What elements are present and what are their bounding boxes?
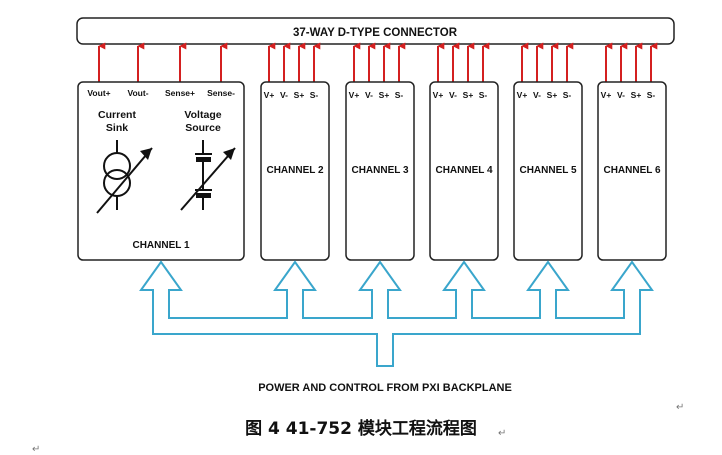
channel-2-pin-label: S- [310,90,319,100]
channel-6-pin-label: V+ [601,90,612,100]
channel-5-pin-label: S- [563,90,572,100]
voltage-source-icon [180,140,236,211]
current-sink-label-line1: Current [98,109,136,121]
signal-arrows [98,42,658,82]
channel-4-label: CHANNEL 4 [435,165,492,176]
channel-1-label: CHANNEL 1 [132,240,189,251]
channel-3-pin-label: V+ [349,90,360,100]
paragraph-mark-icon: ↵ [32,444,41,455]
channel-6-pin-label: S- [647,90,656,100]
power-bus-outline [139,260,654,367]
voltage-source-label-line2: Source [185,122,221,134]
channel-2-pin-label: V+ [264,90,275,100]
channel-5-pin-label: S+ [547,90,558,100]
channel-4-pin-label: V- [449,90,457,100]
channel-3-label: CHANNEL 3 [351,165,408,176]
channel-6-label: CHANNEL 6 [603,165,660,176]
channel-3-box [345,81,415,261]
connector-label: 37-WAY D-TYPE CONNECTOR [293,27,458,39]
paragraph-mark-icon: ↵ [676,402,685,413]
channel-boxes: V+ V- S+ S- CHANNEL 2 V+ V- S+ S- CHANNEL 3 V+ V- S+… [260,81,667,261]
channel-5-pin-label: V+ [517,90,528,100]
channel-2-box [260,81,330,261]
connector-bar [76,17,675,45]
ch1-pin-vout-minus: Vout- [127,88,148,98]
channel-5-box [513,81,583,261]
channel-3-pin-label: S+ [379,90,390,100]
channel-2-label: CHANNEL 2 [266,165,323,176]
current-sink-icon [96,140,153,214]
channel-5-label: CHANNEL 5 [519,165,576,176]
channel-3-pin-label: V- [365,90,373,100]
bus-label: POWER AND CONTROL FROM PXI BACKPLANE [258,382,512,394]
figure-caption: 图 4 41-752 模块工程流程图 [245,419,477,439]
channel-4-pin-label: S- [479,90,488,100]
ch1-pin-vout-plus: Vout+ [87,88,110,98]
channel-4-pin-label: S+ [463,90,474,100]
channel-2-pin-label: S+ [294,90,305,100]
channel-5-pin-label: V- [533,90,541,100]
paragraph-mark-icon: ↵ [498,428,507,439]
channel-6-pin-label: V- [617,90,625,100]
voltage-source-label-line1: Voltage [184,109,221,121]
channel-3-pin-label: S- [395,90,404,100]
current-sink-label-line2: Sink [106,122,128,134]
ch1-pin-sense-minus: Sense- [207,88,235,98]
channel-6-box [597,81,667,261]
channel-6-pin-label: S+ [631,90,642,100]
channel-2-pin-label: V- [280,90,288,100]
channel-1-box [77,81,245,261]
channel-4-box [429,81,499,261]
ch1-pin-sense-plus: Sense+ [165,88,195,98]
channel-4-pin-label: V+ [433,90,444,100]
